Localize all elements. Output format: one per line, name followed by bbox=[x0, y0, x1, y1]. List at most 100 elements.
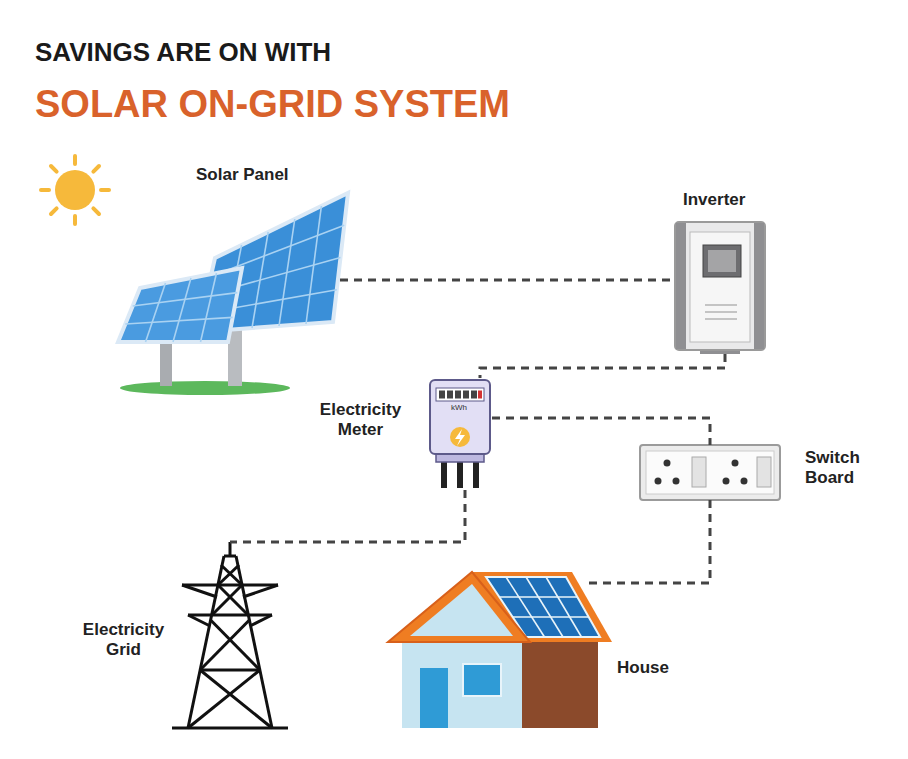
inverter-picture-part bbox=[675, 222, 765, 350]
house-picture-part bbox=[402, 640, 522, 728]
house-picture-part bbox=[463, 664, 501, 696]
pylon-picture-part bbox=[211, 620, 260, 670]
pylon-picture-part bbox=[188, 615, 210, 626]
pylon-picture-part bbox=[188, 614, 272, 617]
inverter-label: Inverter bbox=[683, 190, 745, 210]
inverter-picture-part bbox=[708, 250, 736, 272]
switch-board-picture-part bbox=[757, 457, 771, 487]
switch-board-picture-part bbox=[640, 445, 780, 500]
inverter-picture bbox=[675, 222, 765, 354]
pylon-picture-part bbox=[212, 585, 242, 615]
panel-grid-line bbox=[499, 596, 577, 598]
pylon-picture-part bbox=[221, 565, 242, 585]
sun-icon-part-part bbox=[51, 208, 57, 214]
house-picture bbox=[388, 572, 612, 728]
panel-grid-line bbox=[546, 577, 582, 637]
connector-line bbox=[585, 500, 710, 583]
pylon-picture-part bbox=[218, 565, 239, 585]
pylon-picture-part bbox=[218, 585, 248, 615]
inverter-picture-part bbox=[754, 223, 764, 349]
panel-grid-line bbox=[513, 616, 589, 618]
electricity-meter-picture-part bbox=[439, 391, 445, 399]
pylon-picture bbox=[172, 542, 288, 728]
pylon-picture-part bbox=[172, 727, 288, 730]
electricity-meter-node: Electricity Meter bbox=[428, 378, 492, 490]
electricity-grid-label: Electricity Grid bbox=[76, 620, 171, 661]
pylon-picture-part bbox=[200, 670, 272, 728]
inverter-node: Inverter bbox=[675, 222, 765, 354]
switch-board-picture-part bbox=[741, 478, 748, 485]
electricity-meter-picture-part bbox=[478, 391, 482, 399]
pylon-picture-part bbox=[182, 585, 217, 597]
sun-icon-part bbox=[55, 170, 95, 210]
panel-grid-line bbox=[526, 577, 563, 637]
sun-icon-part-part bbox=[73, 156, 77, 164]
switch-board-label: Switch Board bbox=[805, 448, 877, 489]
dashed-connector bbox=[340, 280, 675, 281]
solar-panel-picture-part bbox=[125, 273, 237, 342]
house-node: House bbox=[390, 570, 585, 728]
inverter-picture-part bbox=[703, 245, 741, 277]
inverter-picture-part bbox=[676, 223, 686, 349]
switch-board-picture-part bbox=[723, 478, 730, 485]
pylon-picture-part bbox=[182, 584, 278, 587]
electricity-meter-picture-part bbox=[455, 429, 465, 446]
dashed-connector bbox=[585, 500, 710, 583]
pylon-picture-part bbox=[224, 555, 236, 558]
electricity-grid-node: Electricity Grid bbox=[175, 542, 290, 730]
pylon-picture-part bbox=[200, 669, 260, 672]
switch-board-picture bbox=[640, 445, 780, 500]
connector-line bbox=[340, 279, 675, 282]
sun-icon-part-part bbox=[41, 188, 49, 192]
solar-panel-picture-part bbox=[120, 381, 290, 395]
connector-line bbox=[480, 354, 725, 378]
electricity-meter-picture-part bbox=[436, 388, 484, 401]
pylon-picture-part bbox=[243, 585, 278, 597]
sun-icon-part-part bbox=[93, 208, 99, 214]
electricity-meter-picture-part bbox=[455, 391, 461, 399]
switch-board-picture-part bbox=[673, 478, 680, 485]
house-label: House bbox=[617, 658, 669, 678]
panel-grid-line bbox=[201, 273, 217, 342]
electricity-meter-picture-part bbox=[463, 391, 469, 399]
subtitle-text: SOLAR ON-GRID SYSTEM bbox=[35, 82, 510, 128]
inverter-picture-part-part bbox=[705, 311, 737, 313]
electricity-meter-picture-part bbox=[450, 427, 470, 447]
meter-unit: kWh bbox=[451, 403, 467, 413]
switch-board-picture-part bbox=[692, 457, 706, 487]
dashed-connector bbox=[480, 354, 725, 378]
switch-board-picture-part bbox=[646, 451, 774, 494]
sun-icon-part-part bbox=[93, 166, 99, 172]
solar-panel-picture-part bbox=[118, 268, 242, 342]
electricity-meter-picture bbox=[430, 380, 490, 488]
dashed-connector bbox=[492, 418, 710, 445]
house-picture-part bbox=[410, 584, 513, 636]
sun-icon-part-part bbox=[101, 188, 109, 192]
inverter-picture-part-part bbox=[705, 318, 737, 320]
panel-grid-line bbox=[125, 317, 232, 324]
connector-line bbox=[492, 418, 710, 445]
dashed-connector bbox=[230, 490, 465, 542]
solar-panel-label: Solar Panel bbox=[196, 165, 289, 185]
panel-grid-line bbox=[146, 283, 166, 342]
switch-board-node: Switch Board bbox=[640, 445, 780, 500]
house-picture-part bbox=[522, 640, 598, 728]
inverter-picture-part bbox=[705, 305, 737, 319]
pylon-picture-part bbox=[200, 620, 249, 670]
electricity-meter-label: Electricity Meter bbox=[313, 400, 408, 441]
electricity-meter-picture-part bbox=[447, 391, 453, 399]
pylon-picture-part bbox=[229, 542, 232, 556]
pylon-picture-part bbox=[250, 615, 272, 626]
electricity-meter-picture-part bbox=[430, 380, 490, 454]
solar-panel-picture-part bbox=[160, 340, 172, 386]
house-picture-part bbox=[388, 572, 530, 642]
sun-icon bbox=[41, 156, 109, 224]
sun-icon-part-part bbox=[51, 166, 57, 172]
switch-board-picture-part bbox=[655, 478, 662, 485]
solar-panel-node: Solar Panel bbox=[115, 195, 340, 390]
panel-grid-line bbox=[173, 278, 191, 342]
sun-icon-part bbox=[41, 156, 109, 224]
electricity-meter-picture-part bbox=[471, 391, 477, 399]
inverter-picture-part-part bbox=[705, 304, 737, 306]
